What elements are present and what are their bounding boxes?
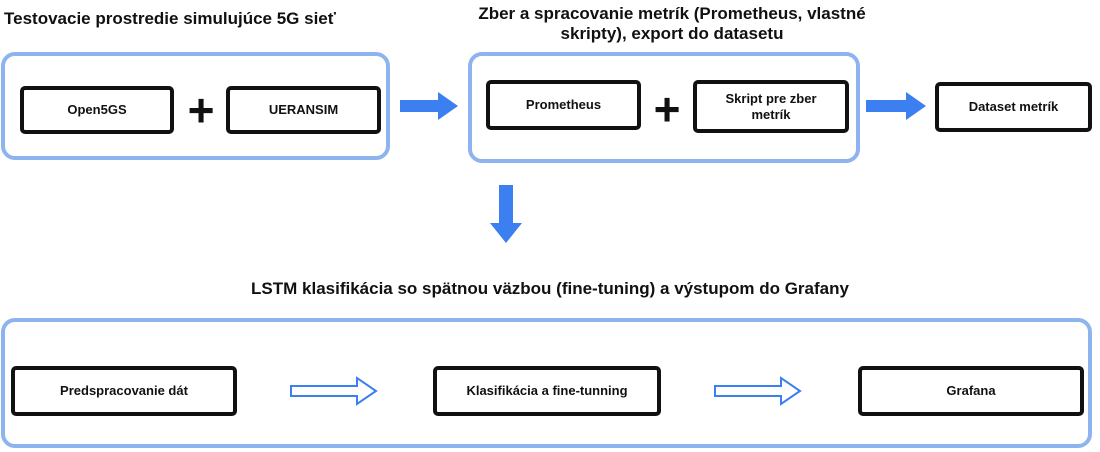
- arrow-stage2-to-dataset: [866, 92, 926, 120]
- prometheus-box: Prometheus: [486, 80, 641, 130]
- arrow-down-filled-icon: [490, 185, 522, 243]
- arrow-right-outline-icon: [290, 376, 378, 406]
- open5gs-box: Open5GS: [20, 86, 174, 134]
- arrow-preprocessing-to-classification: [290, 376, 378, 406]
- arrow-right-filled-icon: [866, 92, 926, 120]
- dataset-box: Dataset metrík: [935, 82, 1092, 132]
- grafana-box: Grafana: [858, 366, 1084, 416]
- arrow-stage2-to-stage3: [490, 185, 522, 243]
- plus-sign-stage1: +: [187, 84, 215, 136]
- preprocessing-box: Predspracovanie dát: [11, 366, 237, 416]
- arrow-stage1-to-stage2: [400, 92, 458, 120]
- stage2-title: Zber a spracovanie metrík (Prometheus, v…: [478, 4, 866, 43]
- script-box: Skript pre zber metrík: [693, 80, 849, 133]
- stage1-title: Testovacie prostredie simulujúce 5G sieť: [4, 9, 336, 28]
- plus-sign-stage2: +: [653, 83, 681, 135]
- arrow-classification-to-grafana: [714, 376, 802, 406]
- classification-box: Klasifikácia a fine-tunning: [433, 366, 661, 416]
- arrow-right-filled-icon: [400, 92, 458, 120]
- arrow-right-outline-icon: [714, 376, 802, 406]
- stage3-title: LSTM klasifikácia so spätnou väzbou (fin…: [251, 279, 849, 298]
- ueransim-box: UERANSIM: [226, 86, 381, 134]
